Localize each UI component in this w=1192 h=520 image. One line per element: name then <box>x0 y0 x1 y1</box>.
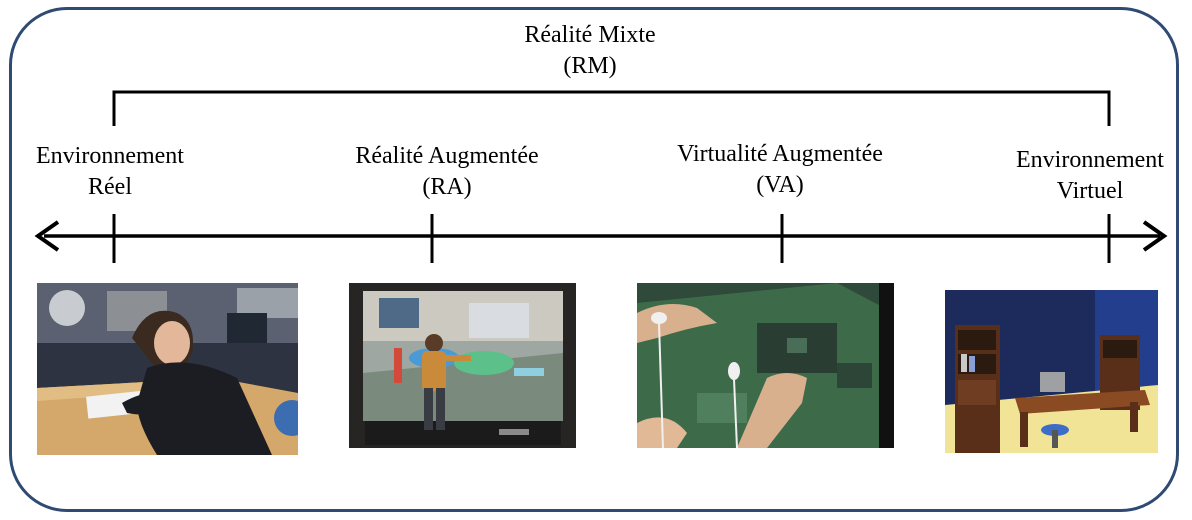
mixed-reality-bracket <box>112 90 1111 126</box>
stage-label-augmented-reality: Réalité Augmentée (RA) <box>322 141 572 203</box>
stage-label-line1: Environnement <box>1016 147 1164 173</box>
stage-label-line2: Réel <box>88 174 132 200</box>
stage-label-line2: Virtuel <box>1056 178 1124 204</box>
augmented-reality-photo <box>349 283 576 448</box>
stage-label-line2: (VA) <box>756 172 804 198</box>
stage-label-line1: Réalité Augmentée <box>355 143 539 169</box>
title-label: Réalité Mixte (RM) <box>440 20 740 82</box>
stage-label-augmented-virtuality: Virtualité Augmentée (VA) <box>640 139 920 201</box>
virtual-environment-photo <box>945 290 1158 453</box>
axis-right-arrowhead <box>1142 220 1168 252</box>
diagram-frame <box>9 7 1179 512</box>
stage-label-virtual: Environnement Virtuel <box>990 145 1190 207</box>
stage-label-real: Environnement Réel <box>10 141 210 203</box>
title-line1: Réalité Mixte <box>524 22 656 48</box>
real-environment-photo <box>37 283 298 455</box>
title-line2: (RM) <box>563 53 617 79</box>
stage-label-line1: Environnement <box>36 143 184 169</box>
augmented-virtuality-photo <box>637 283 894 448</box>
stage-label-line2: (RA) <box>422 174 472 200</box>
stage-label-line1: Virtualité Augmentée <box>677 141 883 167</box>
axis-left-arrowhead <box>34 220 60 252</box>
